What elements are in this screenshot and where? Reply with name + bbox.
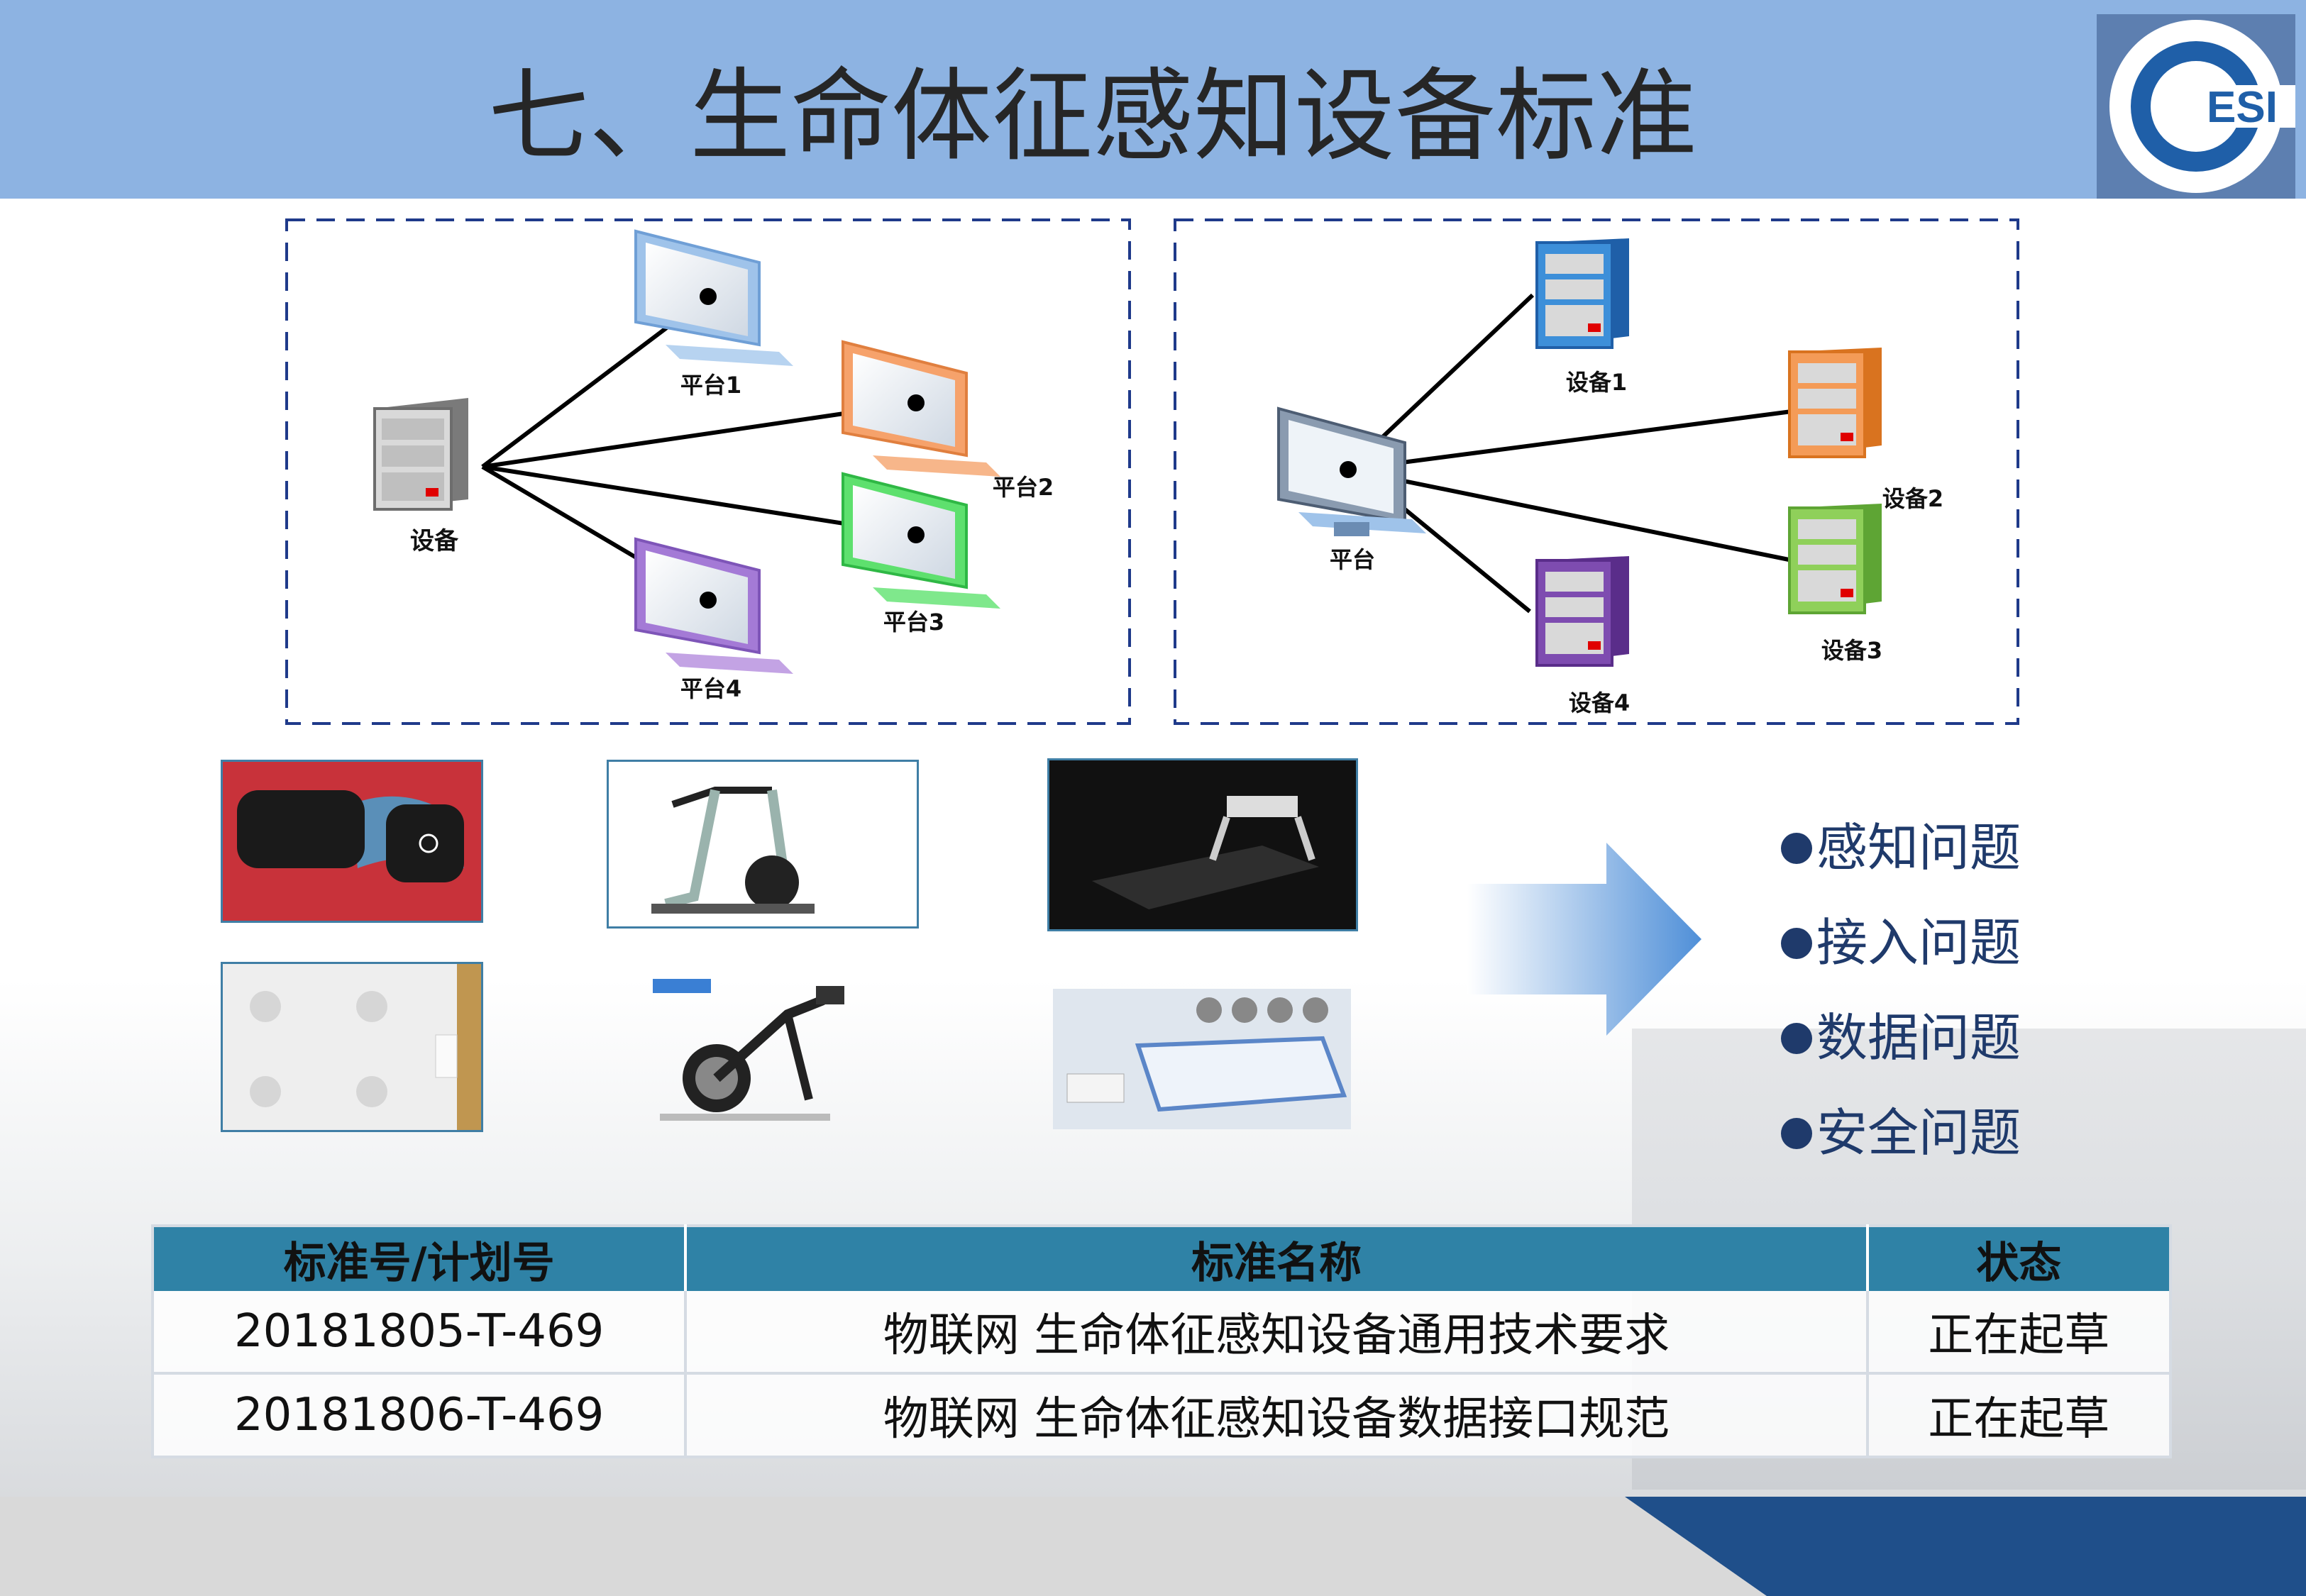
photo-stepper-machine: [607, 760, 919, 929]
device-label-1: 设备1: [1566, 369, 1627, 396]
page-title: 七、生命体征感知设备标准: [488, 58, 1697, 175]
platform-label: 平台: [1330, 546, 1375, 573]
bullet-icon: [1781, 928, 1812, 960]
cell-status: 正在起草: [1867, 1373, 2170, 1458]
photo-smart-band: [221, 760, 483, 923]
server-icon-device2: [1788, 348, 1882, 458]
issue-item: 安全问题: [1781, 1085, 2021, 1180]
photo-sleep-monitor: [1053, 989, 1351, 1129]
photo-treadmill: [1047, 758, 1358, 931]
monitor-icon-platform: [1277, 406, 1426, 536]
device-label-4: 设备4: [1569, 689, 1630, 716]
header-bar: [0, 0, 2306, 199]
server-icon: [373, 398, 468, 511]
bullet-icon: [1781, 1023, 1812, 1055]
col-header-number: 标准号/计划号: [153, 1226, 688, 1291]
issues-list: 感知问题 接入问题 数据问题 安全问题: [1781, 800, 2021, 1180]
photo-exercise-bike: [639, 972, 880, 1128]
standards-table: 标准号/计划号 标准名称 状态 20181805-T-469 物联网 生命体征感…: [151, 1224, 2172, 1458]
server-icon-device4: [1535, 556, 1629, 667]
issue-label: 接入问题: [1816, 913, 2021, 972]
device-label-2: 设备2: [1882, 485, 1943, 512]
monitor-icon-platform1: [634, 229, 793, 366]
logo-text: ESI: [2207, 83, 2278, 132]
issue-item: 接入问题: [1781, 895, 2021, 990]
table-row: 20181806-T-469 物联网 生命体征感知设备数据接口规范 正在起草: [153, 1373, 2170, 1458]
issue-label: 安全问题: [1816, 1103, 2021, 1163]
table-row: 20181805-T-469 物联网 生命体征感知设备通用技术要求 正在起草: [153, 1291, 2170, 1375]
issue-item: 感知问题: [1781, 800, 2021, 895]
platform-label-4: 平台4: [680, 675, 741, 702]
right-dashed-frame: [1174, 218, 2019, 725]
col-header-name: 标准名称: [685, 1226, 1869, 1291]
device-label-3: 设备3: [1821, 637, 1882, 664]
link-device2: [1347, 409, 1792, 472]
arrow-right-icon: [1467, 843, 1701, 1036]
footer-accent: [1625, 1497, 2306, 1596]
col-header-status: 状态: [1867, 1226, 2170, 1291]
diagram-platform-to-devices: 平台 设备1 设备2 设备3 设备4: [1174, 218, 2019, 725]
cell-name: 物联网 生命体征感知设备通用技术要求: [685, 1291, 1869, 1375]
issue-label: 感知问题: [1816, 818, 2021, 877]
cell-number: 20181805-T-469: [153, 1291, 688, 1375]
platform-label-1: 平台1: [680, 372, 741, 399]
left-dashed-frame: [285, 218, 1131, 725]
photo-body-scale: [221, 962, 483, 1132]
server-icon-device1: [1535, 238, 1629, 349]
diagram-device-to-platforms: 设备 平台1 平台2 平台3 平台4: [285, 218, 1131, 725]
bullet-icon: [1781, 833, 1812, 865]
platform-label-3: 平台3: [883, 609, 944, 636]
logo: ESI: [2097, 14, 2295, 199]
bullet-icon: [1781, 1118, 1812, 1150]
device-label: 设备: [410, 527, 459, 555]
cell-status: 正在起草: [1867, 1291, 2170, 1375]
issue-item: 数据问题: [1781, 990, 2021, 1085]
link-device3: [1347, 467, 1793, 563]
monitor-icon-platform2: [842, 340, 1000, 477]
monitor-icon-platform3: [842, 472, 1000, 609]
monitor-icon-platform4: [634, 537, 793, 674]
issue-label: 数据问题: [1816, 1008, 2021, 1068]
cell-number: 20181806-T-469: [153, 1373, 688, 1458]
server-icon-device3: [1788, 504, 1882, 614]
platform-label-2: 平台2: [993, 474, 1054, 501]
link-device4: [1403, 507, 1531, 614]
table-header-row: 标准号/计划号 标准名称 状态: [153, 1226, 2170, 1291]
cell-name: 物联网 生命体征感知设备数据接口规范: [685, 1373, 1869, 1458]
